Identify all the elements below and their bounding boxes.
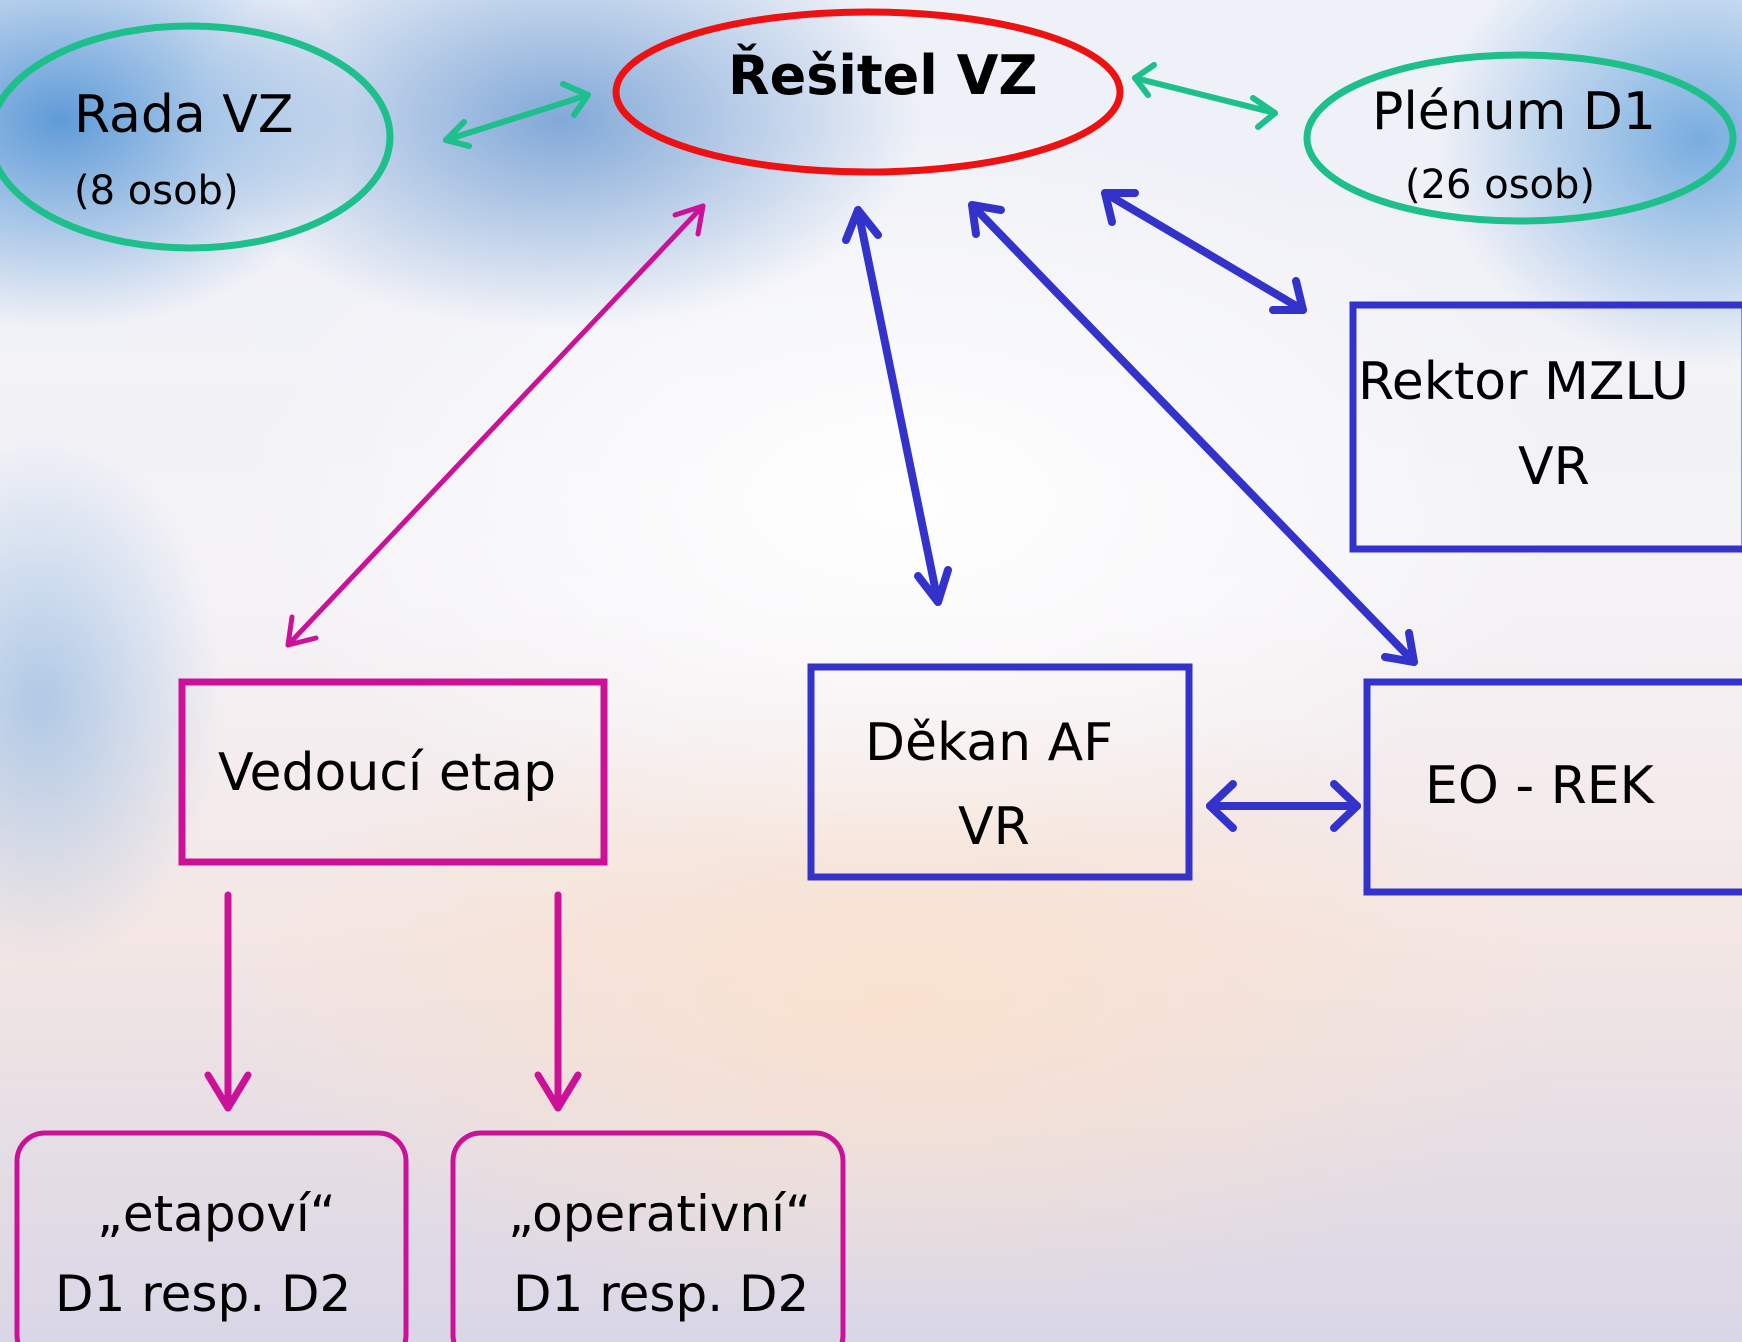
arrow-resitel-dekan <box>842 206 952 606</box>
operativni-line1: „operativní“ <box>508 1185 811 1243</box>
arrow-resitel-eo <box>968 201 1418 666</box>
arrow-resitel-vedouci <box>285 203 706 648</box>
etapovi-box[interactable] <box>14 1130 409 1342</box>
operativni-line2: D1 resp. D2 <box>513 1265 810 1323</box>
plenum-subtitle: (26 osob) <box>1405 162 1595 208</box>
plenum-ellipse[interactable] <box>1303 51 1737 225</box>
arrow-resitel-rektor <box>1101 189 1307 314</box>
rektor-line1: Rektor MZLU <box>1358 352 1689 412</box>
rada-title: Rada VZ <box>74 85 294 145</box>
rada-ellipse[interactable] <box>0 22 394 252</box>
arrow-resitel-plenum <box>1132 62 1278 130</box>
rektor-line2: VR <box>1518 437 1590 497</box>
dekan-box[interactable] <box>807 663 1193 881</box>
etapovi-line2: D1 resp. D2 <box>55 1265 352 1323</box>
resitel-ellipse[interactable] <box>612 8 1124 176</box>
arrow-vedouci-etapovi <box>204 891 252 1112</box>
operativni-box[interactable] <box>450 1130 846 1342</box>
arrow-rada-resitel <box>443 81 591 149</box>
dekan-line2: VR <box>958 797 1030 857</box>
rada-subtitle: (8 osob) <box>74 168 239 214</box>
resitel-label: Řešitel VZ <box>728 44 1038 107</box>
arrow-dekan-eo <box>1206 780 1361 832</box>
etapovi-line1: „etapoví“ <box>97 1185 336 1243</box>
vedouci-box[interactable] <box>178 678 608 866</box>
arrow-vedouci-operativni <box>534 891 582 1112</box>
vedouci-label: Vedoucí etap <box>218 743 557 803</box>
eo-box[interactable] <box>1363 678 1742 896</box>
dekan-line1: Děkan AF <box>865 713 1114 773</box>
rektor-box[interactable] <box>1349 301 1742 553</box>
plenum-title: Plénum D1 <box>1372 82 1657 142</box>
eo-label: EO - REK <box>1425 756 1654 816</box>
